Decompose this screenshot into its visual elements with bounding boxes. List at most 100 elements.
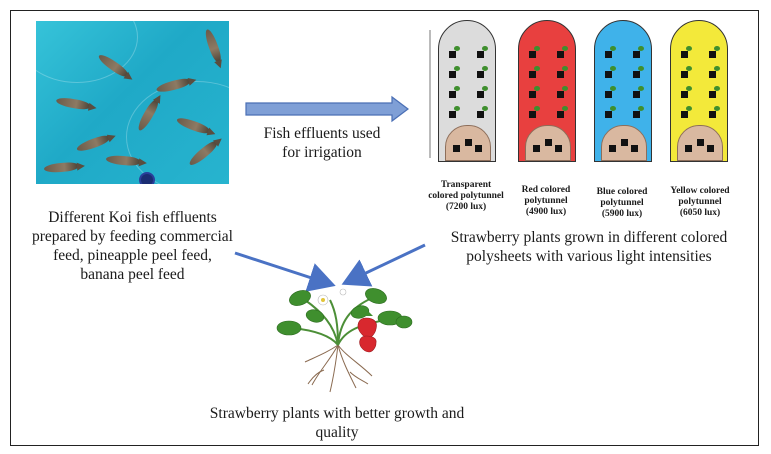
plant-leaf: [610, 66, 616, 71]
plant-leaf: [562, 86, 568, 91]
pond-drain: [139, 172, 155, 184]
plant-leaf: [686, 106, 692, 111]
tunnel-label-blue: Blue colored polytunnel (5900 lux): [586, 187, 658, 220]
plant-pot: [449, 71, 456, 78]
plant-pot: [709, 111, 716, 118]
plant-pot: [633, 71, 640, 78]
tunnel-label-red: Red colored polytunnel (4900 lux): [510, 185, 582, 218]
plant-pot: [557, 91, 564, 98]
plant-leaf: [714, 106, 720, 111]
plant-pot: [633, 111, 640, 118]
plant-leaf: [482, 66, 488, 71]
result-caption: Strawberry plants with better growth and…: [209, 405, 465, 441]
plant-leaf: [638, 86, 644, 91]
plant-leaf: [534, 46, 540, 51]
plant-leaf: [454, 66, 460, 71]
irrigation-arrow: [245, 95, 409, 123]
plant-pot: [709, 91, 716, 98]
plant-pot: [465, 139, 472, 146]
plant-pot: [681, 91, 688, 98]
plant-pot: [633, 51, 640, 58]
plant-pot: [605, 71, 612, 78]
plant-leaf: [638, 106, 644, 111]
pond-caption: Different Koi fish effluents prepared by…: [32, 209, 233, 283]
tunnel-name: Yellow colored polytunnel: [670, 186, 730, 207]
tunnel-name: Blue colored polytunnel: [596, 187, 648, 208]
plant-leaf: [714, 66, 720, 71]
plant-leaf: [454, 46, 460, 51]
plant-leaf: [638, 66, 644, 71]
tunnel-lux: (4900 lux): [525, 207, 567, 217]
plant-pot: [609, 145, 616, 152]
plant-leaf: [686, 86, 692, 91]
plant-pot: [475, 145, 482, 152]
yellow-polytunnel: [670, 20, 728, 162]
plant-pot: [529, 51, 536, 58]
plant-leaf: [454, 106, 460, 111]
plant-pot: [605, 91, 612, 98]
tunnel-name: Transparent colored polytunnel: [428, 180, 504, 201]
blue-polytunnel: [594, 20, 652, 162]
plant-leaf: [714, 86, 720, 91]
plant-pot: [449, 91, 456, 98]
plant-leaf: [482, 106, 488, 111]
plant-pot: [697, 139, 704, 146]
plant-leaf: [534, 86, 540, 91]
plant-pot: [685, 145, 692, 152]
plant-pot: [557, 71, 564, 78]
plant-leaf: [610, 46, 616, 51]
plant-pot: [533, 145, 540, 152]
tunnel-name: Red colored polytunnel: [521, 185, 571, 206]
plant-leaf: [562, 106, 568, 111]
tunnel-lux: (7200 lux): [445, 202, 487, 212]
transparent-polytunnel: [438, 20, 496, 162]
plant-pot: [633, 91, 640, 98]
plant-pot: [681, 111, 688, 118]
plant-leaf: [482, 86, 488, 91]
plant-pot: [449, 111, 456, 118]
plant-pot: [557, 51, 564, 58]
plant-leaf: [686, 46, 692, 51]
plant-pot: [681, 71, 688, 78]
plant-pot: [605, 51, 612, 58]
tunnel-lux: (5900 lux): [601, 209, 643, 219]
plant-pot: [477, 111, 484, 118]
plant-pot: [449, 51, 456, 58]
plant-leaf: [562, 46, 568, 51]
plant-pot: [605, 111, 612, 118]
plant-pot: [555, 145, 562, 152]
plant-pot: [709, 71, 716, 78]
plant-pot: [529, 111, 536, 118]
plant-leaf: [610, 86, 616, 91]
arrow-from-polytunnels: [341, 243, 426, 287]
plant-leaf: [686, 66, 692, 71]
plant-leaf: [454, 86, 460, 91]
plant-pot: [453, 145, 460, 152]
arrow-from-fish-effluents: [234, 251, 336, 292]
plant-pot: [707, 145, 714, 152]
plant-pot: [477, 71, 484, 78]
tunnel-label-yellow: Yellow colored polytunnel (6050 lux): [662, 186, 738, 219]
plant-pot: [709, 51, 716, 58]
strawberry-plant-icon: [276, 288, 413, 393]
red-polytunnel: [518, 20, 576, 162]
plant-pot: [529, 71, 536, 78]
plant-leaf: [562, 66, 568, 71]
plant-pot: [477, 91, 484, 98]
plant-leaf: [638, 46, 644, 51]
plant-pot: [477, 51, 484, 58]
plant-leaf: [482, 46, 488, 51]
plant-leaf: [534, 66, 540, 71]
plant-leaf: [534, 106, 540, 111]
irrigation-caption: Fish effluents used for irrigation: [263, 125, 381, 161]
plant-pot: [557, 111, 564, 118]
plant-pot: [631, 145, 638, 152]
plant-leaf: [610, 106, 616, 111]
koi-pond-photo: [36, 21, 229, 184]
plant-pot: [621, 139, 628, 146]
tunnel-label-transparent: Transparent colored polytunnel (7200 lux…: [426, 180, 506, 213]
tunnel-lux: (6050 lux): [679, 208, 721, 218]
figure-frame: [10, 10, 759, 446]
polytunnels-caption: Strawberry plants grown in different col…: [450, 229, 728, 265]
